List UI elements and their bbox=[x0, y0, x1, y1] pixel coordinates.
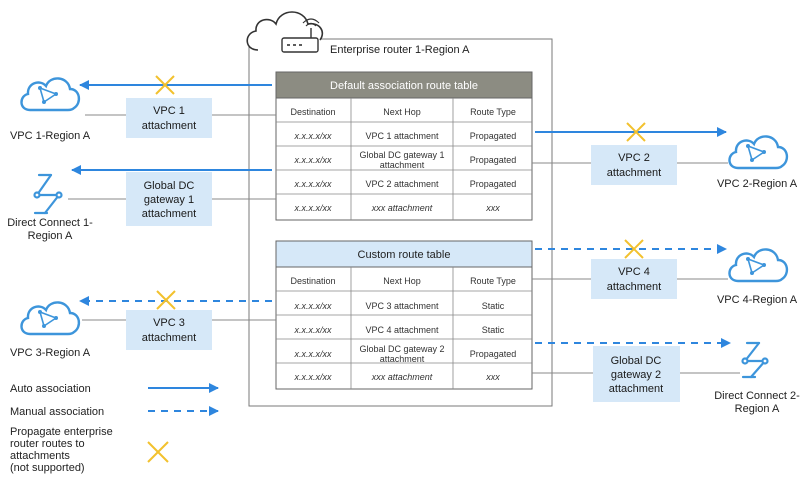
custom-row-4-dest: x.x.x.x/xx bbox=[293, 372, 332, 382]
default-row-2-type: Propagated bbox=[470, 155, 517, 165]
svg-text:VPC 2: VPC 2 bbox=[618, 152, 650, 164]
svg-text:attachment: attachment bbox=[607, 167, 661, 179]
enterprise-router-label: Enterprise router 1-Region A bbox=[330, 44, 470, 56]
direct-connect-icon bbox=[741, 341, 769, 379]
legend-propagate-line1: Propagate enterprise bbox=[10, 426, 113, 438]
legend-propagate-line2: router routes to bbox=[10, 438, 85, 450]
cross-icon bbox=[626, 122, 646, 142]
custom-row-1-dest: x.x.x.x/xx bbox=[293, 301, 332, 311]
vpc-cloud-icon bbox=[20, 301, 81, 336]
legend-propagate-line3: attachments bbox=[10, 450, 70, 462]
default-row-1-hop: VPC 1 attachment bbox=[365, 131, 439, 141]
default-table-grid bbox=[276, 98, 532, 220]
attachment-vpc4: VPC 4 attachment bbox=[591, 259, 677, 299]
svg-text:VPC 4: VPC 4 bbox=[618, 266, 650, 278]
association-arrows bbox=[71, 80, 731, 348]
custom-row-4-hop: xxx attachment bbox=[371, 372, 433, 382]
default-row-3-type: Propagated bbox=[470, 179, 517, 189]
attachment-gdc2: Global DC gateway 2 attachment bbox=[593, 346, 680, 402]
default-row-2-hop-line1: Global DC gateway 1 bbox=[359, 150, 444, 160]
custom-table-title: Custom route table bbox=[358, 249, 451, 261]
custom-table-grid bbox=[276, 267, 532, 389]
custom-route-table: Custom route table Destination Next Hop … bbox=[275, 240, 533, 390]
svg-text:VPC 3: VPC 3 bbox=[153, 317, 185, 329]
svg-text:gateway 2: gateway 2 bbox=[611, 369, 661, 381]
cross-icon bbox=[147, 441, 169, 463]
connector-lines bbox=[68, 114, 740, 374]
endpoint-vpc3-label: VPC 3-Region A bbox=[10, 347, 91, 359]
default-row-3-dest: x.x.x.x/xx bbox=[293, 179, 332, 189]
legend-manual-label: Manual association bbox=[10, 406, 104, 418]
custom-row-4-type: xxx bbox=[485, 372, 500, 382]
custom-row-3-hop-line2: attachment bbox=[380, 354, 425, 364]
custom-table-header-nexthop: Next Hop bbox=[383, 276, 421, 286]
custom-row-3-dest: x.x.x.x/xx bbox=[293, 349, 332, 359]
default-table-header-destination: Destination bbox=[290, 107, 335, 117]
default-row-1-type: Propagated bbox=[470, 131, 517, 141]
svg-text:gateway 1: gateway 1 bbox=[144, 194, 194, 206]
svg-text:attachment: attachment bbox=[142, 332, 196, 344]
svg-text:Global DC: Global DC bbox=[144, 180, 195, 192]
svg-text:Global DC: Global DC bbox=[611, 355, 662, 367]
vpc-cloud-icon bbox=[728, 135, 789, 170]
endpoint-vpc1-label: VPC 1-Region A bbox=[10, 130, 91, 142]
svg-text:attachment: attachment bbox=[609, 383, 663, 395]
default-row-4-hop: xxx attachment bbox=[371, 203, 433, 213]
svg-text:VPC 1: VPC 1 bbox=[153, 105, 185, 117]
endpoint-dc1-label-line1: Direct Connect 1- bbox=[7, 217, 93, 229]
endpoint-vpc2-label: VPC 2-Region A bbox=[717, 178, 798, 190]
svg-text:attachment: attachment bbox=[142, 120, 196, 132]
default-route-table: Default association route table Destinat… bbox=[275, 71, 533, 221]
endpoint-dc2-label-line1: Direct Connect 2- bbox=[714, 390, 800, 402]
cross-icon bbox=[155, 75, 175, 95]
custom-table-header-routetype: Route Type bbox=[470, 276, 516, 286]
attachment-vpc1: VPC 1 attachment bbox=[126, 98, 212, 138]
cross-icon bbox=[624, 239, 644, 259]
endpoint-dc1-label-line2: Region A bbox=[28, 230, 73, 242]
cloud-router-icon bbox=[246, 11, 324, 53]
default-table-header bbox=[275, 71, 533, 99]
vpc-cloud-icon bbox=[20, 77, 81, 112]
custom-row-2-type: Static bbox=[482, 325, 505, 335]
custom-row-2-dest: x.x.x.x/xx bbox=[293, 325, 332, 335]
legend-propagate-line4: (not supported) bbox=[10, 462, 85, 474]
not-supported-crosses bbox=[147, 75, 646, 463]
default-table-title: Default association route table bbox=[330, 80, 478, 92]
attachment-gdc1: Global DC gateway 1 attachment bbox=[126, 172, 212, 226]
default-row-4-type: xxx bbox=[485, 203, 500, 213]
attachment-vpc2: VPC 2 attachment bbox=[591, 145, 677, 185]
default-table-header-routetype: Route Type bbox=[470, 107, 516, 117]
custom-row-3-hop-line1: Global DC gateway 2 bbox=[359, 344, 444, 354]
vpc-cloud-icon bbox=[728, 248, 789, 283]
legend-auto-label: Auto association bbox=[10, 383, 91, 395]
default-row-2-dest: x.x.x.x/xx bbox=[293, 155, 332, 165]
legend: Auto association Manual association Prop… bbox=[10, 383, 219, 474]
direct-connect-icon bbox=[33, 173, 63, 215]
custom-row-3-type: Propagated bbox=[470, 349, 517, 359]
cross-icon bbox=[156, 290, 176, 310]
default-table-header-nexthop: Next Hop bbox=[383, 107, 421, 117]
custom-row-1-type: Static bbox=[482, 301, 505, 311]
custom-table-header-destination: Destination bbox=[290, 276, 335, 286]
default-row-4-dest: x.x.x.x/xx bbox=[293, 203, 332, 213]
endpoint-dc2-label-line2: Region A bbox=[735, 403, 780, 415]
custom-row-2-hop: VPC 4 attachment bbox=[365, 325, 439, 335]
attachment-vpc3: VPC 3 attachment bbox=[126, 310, 212, 350]
svg-text:attachment: attachment bbox=[142, 208, 196, 220]
default-row-2-hop-line2: attachment bbox=[380, 160, 425, 170]
default-row-1-dest: x.x.x.x/xx bbox=[293, 131, 332, 141]
custom-row-1-hop: VPC 3 attachment bbox=[365, 301, 439, 311]
svg-text:attachment: attachment bbox=[607, 281, 661, 293]
endpoint-vpc4-label: VPC 4-Region A bbox=[717, 294, 798, 306]
default-row-3-hop: VPC 2 attachment bbox=[365, 179, 439, 189]
